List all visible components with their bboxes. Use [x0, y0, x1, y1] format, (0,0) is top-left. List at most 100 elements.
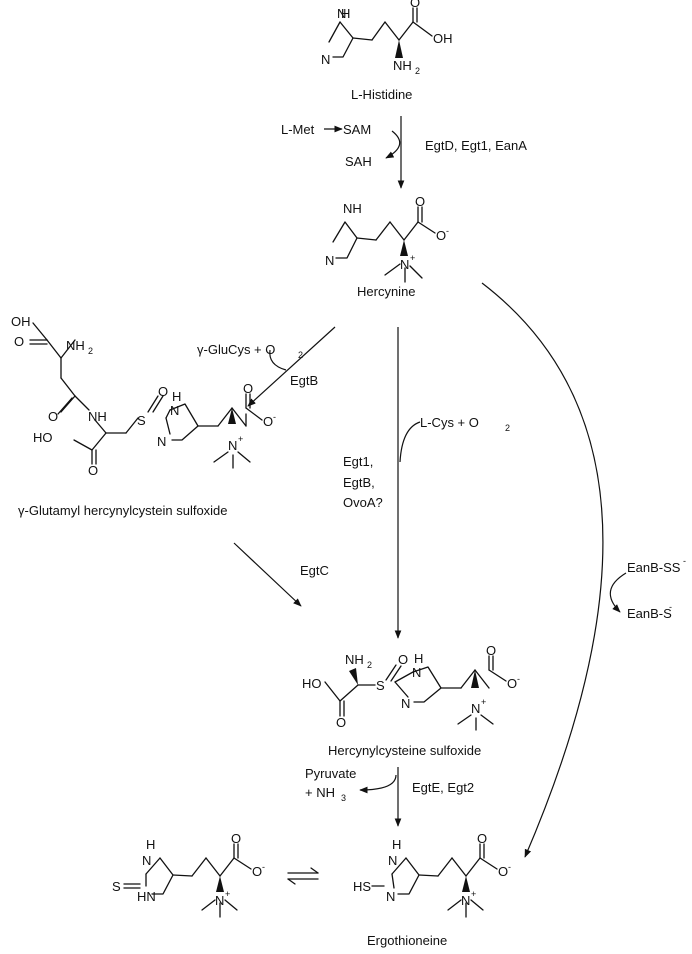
equilibrium-arrows [287, 867, 319, 885]
reagent-sam: SAM [343, 122, 371, 137]
hercynine-NH: NH [343, 201, 362, 216]
glu-NH2: NH [66, 338, 85, 353]
hc-NH2-sub: 2 [367, 660, 372, 670]
hc-N1: N [412, 665, 421, 680]
reagent-lcys: L-Cys + O [420, 415, 479, 430]
reagent-eanb-s-minus: - [669, 602, 672, 612]
hercynine-plus: + [410, 253, 415, 263]
enzymes-step-last: EgtE, Egt2 [412, 780, 474, 795]
thione-O-minus: O [252, 864, 262, 879]
thione-S: S [112, 879, 121, 894]
glutamyl-structure: OH O NH 2 O NH HO O S O H N N O O - N + [11, 314, 276, 478]
ergo-O-carb: O [477, 831, 487, 846]
reagent-glucys: γ-GluCys + O [197, 342, 275, 357]
hc-N3: N [401, 696, 410, 711]
ergo-H: H [392, 837, 401, 852]
histidine-OH: OH [433, 31, 453, 46]
step-methylation: L-Met SAM SAH EgtD, Egt1, EanA [281, 116, 527, 189]
hc-N-plus: N [471, 701, 480, 716]
ergo-minus: - [508, 862, 511, 872]
thione-H: H [146, 837, 155, 852]
step-eanb: EanB-SS - EanB-S - [481, 282, 686, 858]
reagent-nh3-sub: 3 [341, 793, 346, 803]
glu-S: S [137, 413, 146, 428]
hc-NH2: NH [345, 652, 364, 667]
enzymes-step1: EgtD, Egt1, EanA [425, 138, 527, 153]
hc-O-acid: O [336, 715, 346, 730]
glu-N3: N [157, 434, 166, 449]
step-egtb: γ-GluCys + O 2 EgtB [197, 326, 336, 407]
ergothioneine-label: Ergothioneine [367, 933, 447, 948]
reagent-eanb-ss: EanB-SS [627, 560, 681, 575]
ergo-N1: N [388, 853, 397, 868]
glu-N-plus: N [228, 438, 237, 453]
glu-NH-amide: NH [88, 409, 107, 424]
hercynine-label: Hercynine [357, 284, 416, 299]
histidine-label: L-Histidine [351, 87, 412, 102]
hercynine-N-plus: N [400, 257, 409, 272]
glu-O-acid: O [88, 463, 98, 478]
step-egt1: L-Cys + O 2 Egt1, EgtB, OvoA? [343, 327, 510, 639]
hc-S: S [376, 678, 385, 693]
enzyme-egt1: Egt1, [343, 454, 373, 469]
glu-minus: - [273, 412, 276, 422]
ergo-plus: + [471, 889, 476, 899]
hc-O-carb: O [486, 643, 496, 658]
glu-OH: OH [11, 314, 31, 329]
histidine-N1: N [337, 6, 346, 21]
step-egte: Pyruvate + NH 3 EgtE, Egt2 [305, 766, 474, 827]
hc-SO: O [398, 652, 408, 667]
thione-minus: - [262, 862, 265, 872]
reagent-lcys-sub: 2 [505, 423, 510, 433]
ergo-N3: N [386, 889, 395, 904]
hercynine-O-minus: O [436, 228, 446, 243]
reagent-glucys-sub: 2 [298, 350, 303, 360]
enzyme-ovoa: OvoA? [343, 495, 383, 510]
enzyme-egtb: EgtB [290, 373, 318, 388]
glu-plus: + [238, 434, 243, 444]
hercynine-structure: NH N O O - N + [325, 194, 449, 283]
ergo-N-plus: N [461, 893, 470, 908]
reagent-eanb-ss-minus: - [683, 556, 686, 566]
histidine-O: O [410, 0, 420, 10]
thione-O-carb: O [231, 831, 241, 846]
enzyme-egtc: EgtC [300, 563, 329, 578]
glu-O-carb: O [243, 381, 253, 396]
hercynylcysteine-label: Hercynylcysteine sulfoxide [328, 743, 481, 758]
thione-structure: H N S HN O O - N + [112, 831, 265, 918]
step-egtc: EgtC [233, 542, 329, 607]
glu-O: O [14, 334, 24, 349]
histidine-N3: N [321, 52, 330, 67]
hc-plus: + [481, 697, 486, 707]
reagent-sah: SAH [345, 154, 372, 169]
reagent-nh3: + NH [305, 785, 335, 800]
histidine-NH2: NH [393, 58, 412, 73]
thione-HN: HN [137, 889, 156, 904]
glu-H: H [172, 389, 181, 404]
glutamyl-label: γ-Glutamyl hercynylcystein sulfoxide [18, 503, 228, 518]
glu-N1: N [170, 403, 179, 418]
hc-minus: - [517, 674, 520, 684]
thione-N1: N [142, 853, 151, 868]
hc-HO: HO [302, 676, 322, 691]
histidine-H: H [341, 6, 350, 21]
ergo-O-minus: O [498, 864, 508, 879]
reagent-lmet: L-Met [281, 122, 315, 137]
thione-plus: + [225, 889, 230, 899]
thione-N-plus: N [215, 893, 224, 908]
hc-H: H [414, 651, 423, 666]
enzyme-egtb2: EgtB, [343, 475, 375, 490]
ergothioneine-structure: H N HS N O O - N + [353, 831, 511, 918]
histidine-structure: H N N O OH NH 2 [321, 0, 453, 76]
glu-O-amide: O [48, 409, 58, 424]
hercynine-minus: - [446, 226, 449, 236]
reagent-eanb-s: EanB-S [627, 606, 672, 621]
reagent-pyruvate: Pyruvate [305, 766, 356, 781]
glu-SO: O [158, 384, 168, 399]
ergo-HS: HS [353, 879, 371, 894]
glu-NH2-sub: 2 [88, 346, 93, 356]
glu-O-minus: O [263, 414, 273, 429]
hc-O-minus: O [507, 676, 517, 691]
